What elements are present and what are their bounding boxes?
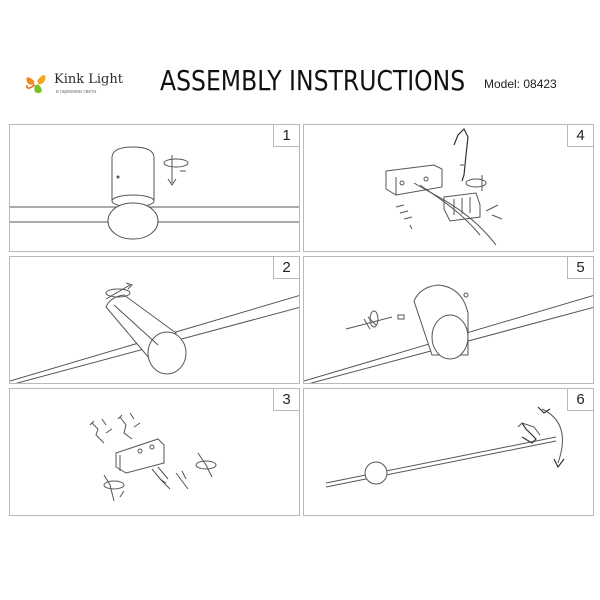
header: Kink Light в гармонии света ASSEMBLY INS… <box>0 0 600 115</box>
brand-logo: Kink Light в гармонии света <box>22 68 142 108</box>
step-5-illustration <box>304 284 593 383</box>
brand-name: Kink Light <box>54 72 123 87</box>
kink-light-logo-icon <box>26 75 46 94</box>
step-number: 4 <box>567 125 593 147</box>
step-6-panel: 6 <box>303 388 594 516</box>
step-number: 1 <box>273 125 299 147</box>
step-number: 6 <box>567 389 593 411</box>
step-5-panel: 5 <box>303 256 594 384</box>
step-2-panel: 2 <box>9 256 300 384</box>
step-3-panel: 3 <box>9 388 300 516</box>
model-number: Model: 08423 <box>484 77 557 91</box>
step-number: 3 <box>273 389 299 411</box>
step-number: 5 <box>567 257 593 279</box>
step-4-panel: 4 <box>303 124 594 252</box>
step-1-illustration <box>10 146 299 240</box>
step-number: 2 <box>273 257 299 279</box>
step-2-illustration <box>10 282 299 383</box>
step-1-panel: 1 <box>9 124 300 252</box>
page-title: ASSEMBLY INSTRUCTIONS <box>160 64 466 97</box>
step-4-illustration <box>385 127 503 246</box>
step-3-illustration <box>89 412 217 502</box>
brand-tagline: в гармонии света <box>56 89 97 95</box>
step-6-illustration <box>325 406 565 488</box>
